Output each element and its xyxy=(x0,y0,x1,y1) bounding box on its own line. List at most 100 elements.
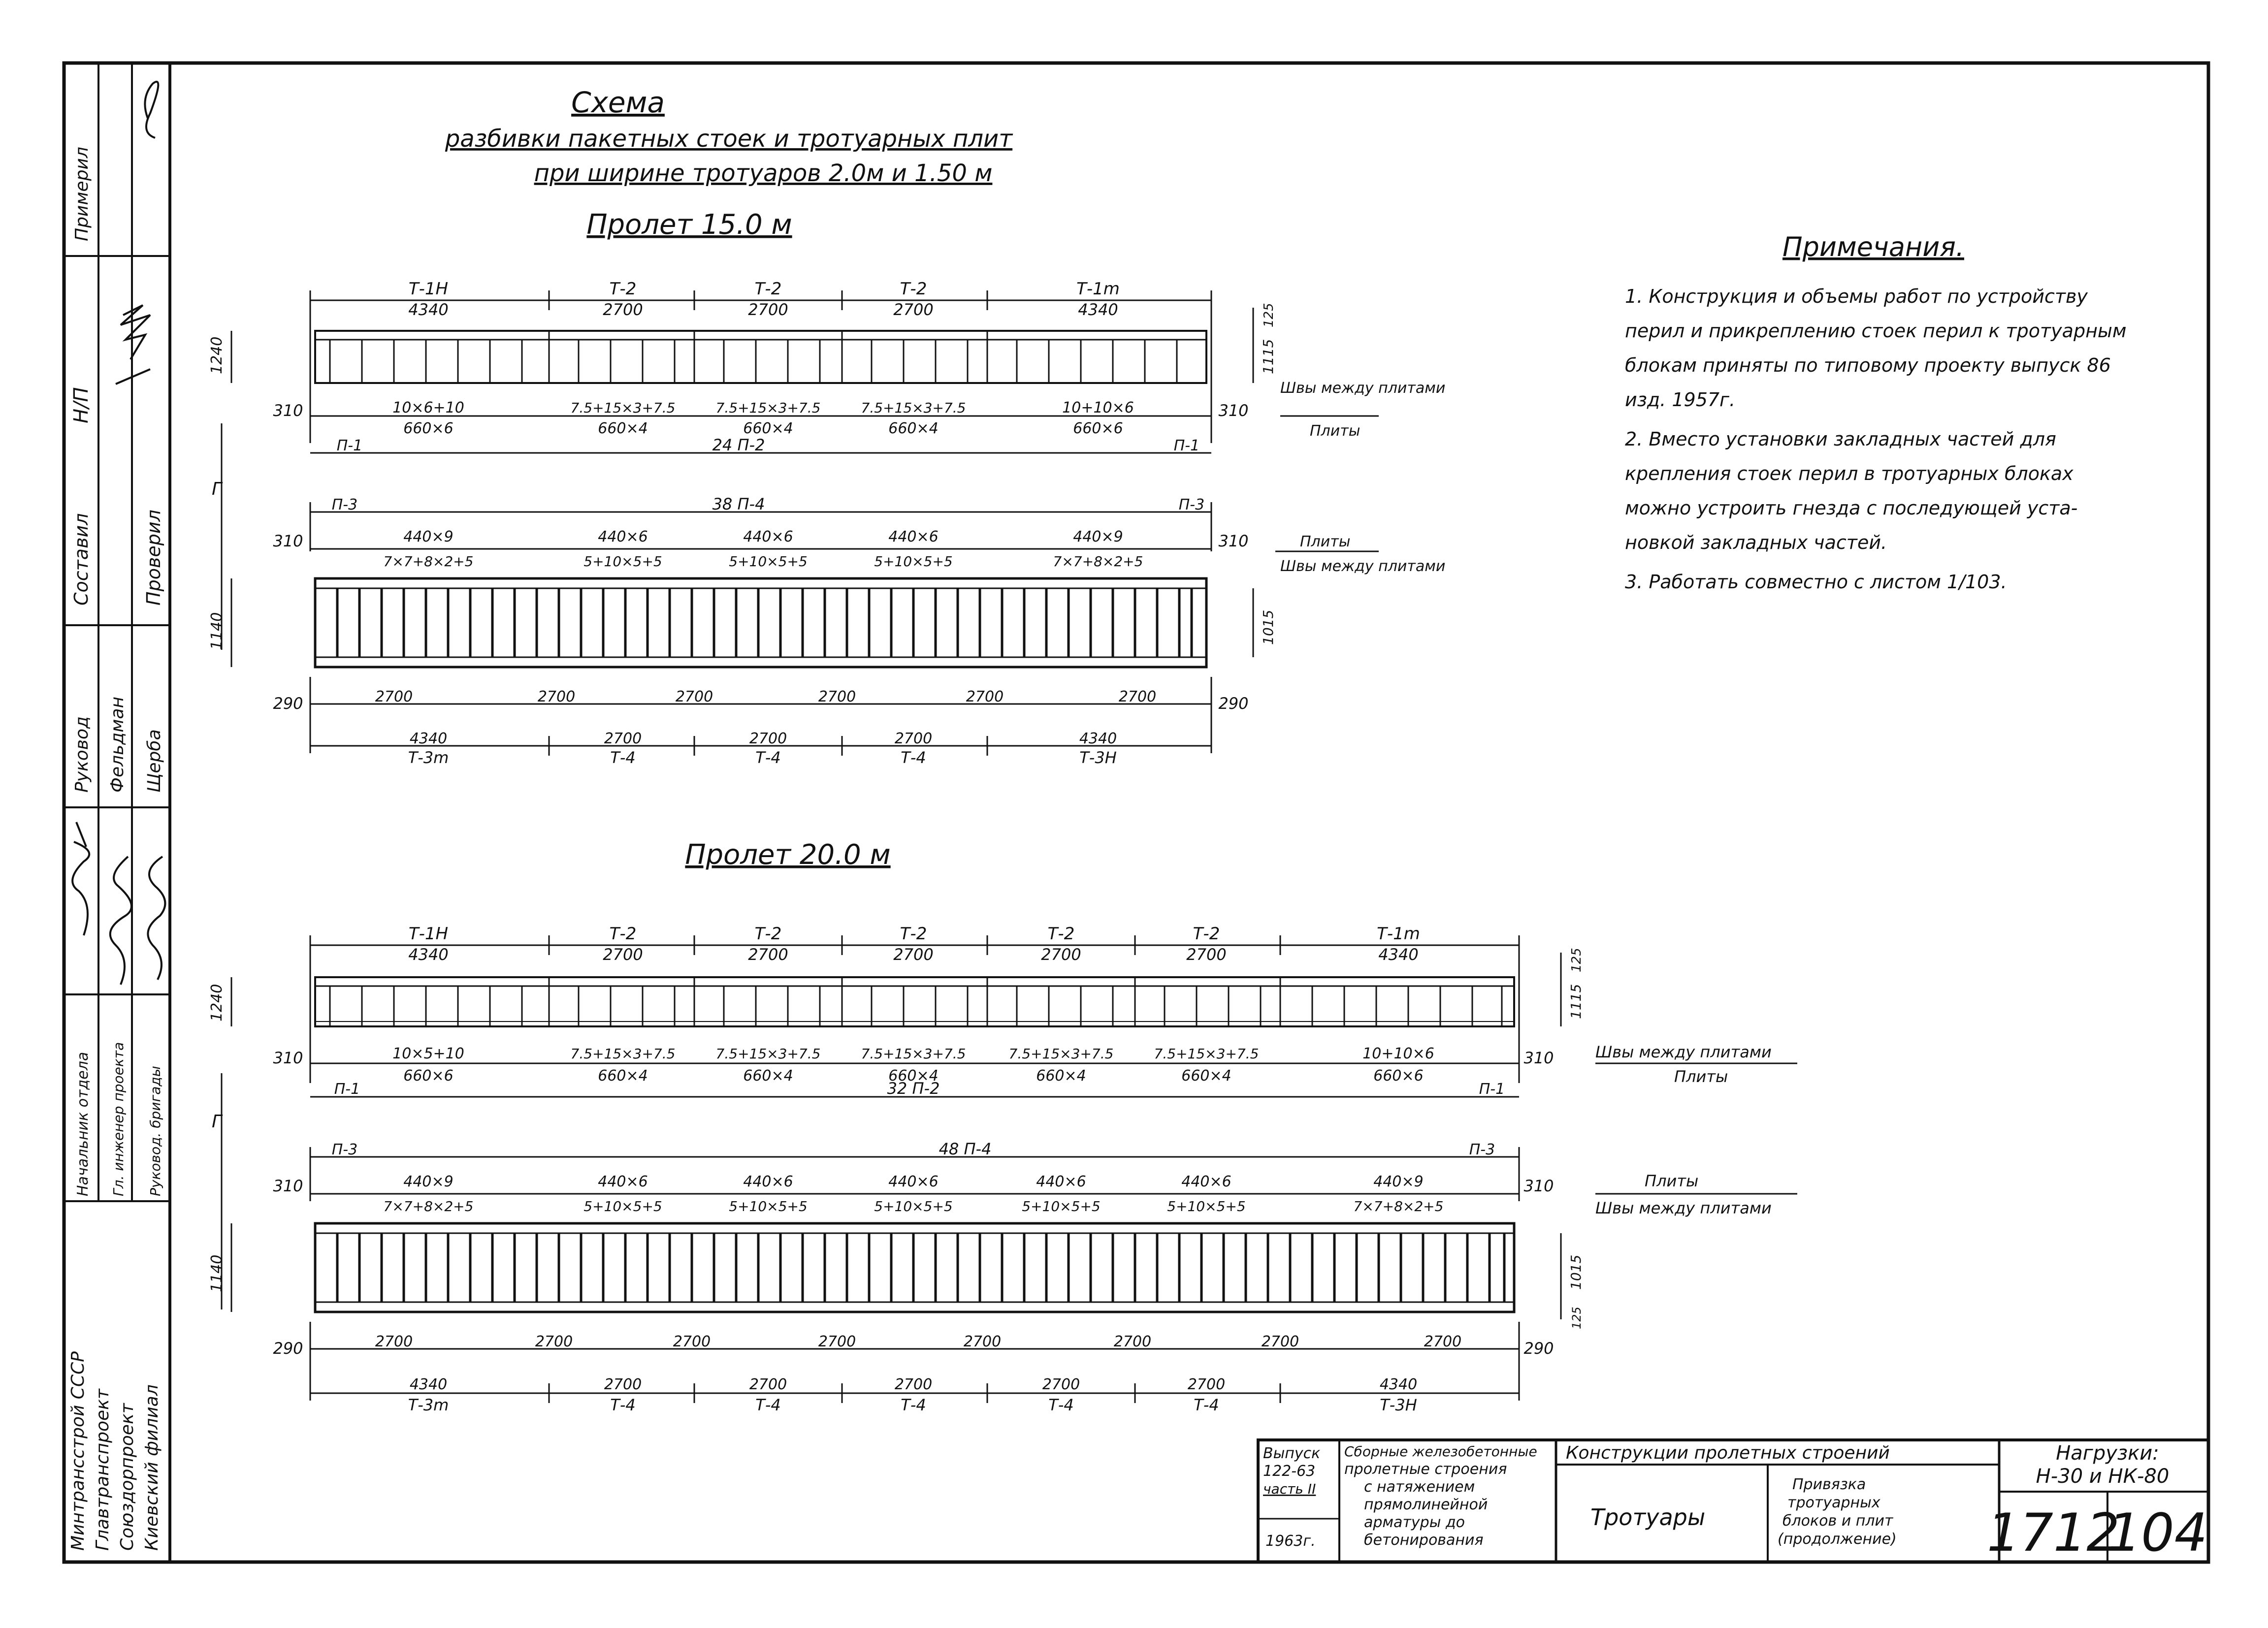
end-dim: 310 xyxy=(1218,401,1248,420)
slab-count: 440×6 xyxy=(598,1173,648,1190)
side-note: Швы между плитами xyxy=(1595,1199,1772,1217)
loads-line: Нагрузки: xyxy=(2056,1442,2159,1465)
seam-formula: 7×7+8×2+5 xyxy=(1053,553,1143,570)
slab-count: 440×6 xyxy=(888,1173,938,1190)
block-dim: 2700 xyxy=(893,300,933,319)
post-dim: 2700 xyxy=(673,1333,711,1350)
block-label: Т-1Н xyxy=(409,279,448,299)
height-dim: 1240 xyxy=(208,337,226,374)
seam-formula: 7.5+15×3+7.5 xyxy=(571,400,676,416)
sidebar-role: Начальник отдела xyxy=(74,1052,92,1196)
title-line: Схема xyxy=(571,86,665,119)
post-dim: 2700 xyxy=(818,1333,856,1350)
post-dim: 2700 xyxy=(964,1333,1001,1350)
seam-total: 660×4 xyxy=(888,1067,938,1085)
block-dim: 4340 xyxy=(408,300,448,319)
seam-formula: 5+10×5+5 xyxy=(729,553,807,570)
seam-total: 660×4 xyxy=(1181,1067,1231,1085)
block-label: Т-4 xyxy=(755,1396,780,1414)
slab-mark: П-3 xyxy=(332,496,357,513)
loads-line: Н-30 и НК-80 xyxy=(2036,1465,2170,1488)
post-dim: 2700 xyxy=(1424,1333,1461,1350)
org-line: Минтрансстрой СССР xyxy=(68,1351,88,1551)
series-line: часть II xyxy=(1263,1481,1316,1497)
description-line: бетонирования xyxy=(1364,1532,1484,1549)
block-label: Т-2 xyxy=(1193,924,1220,944)
description-line: пролетные строения xyxy=(1344,1461,1507,1478)
end-dim: 310 xyxy=(1523,1049,1554,1067)
sheet-code: 1712 xyxy=(1987,1502,2120,1563)
height-dim: 1115 xyxy=(1260,339,1276,374)
slab-mark: П-1 xyxy=(1479,1081,1505,1098)
block-dim: 4340 xyxy=(410,730,447,747)
seam-total: 660×6 xyxy=(1073,420,1123,437)
drawing-title: Схема разбивки пакетных стоек и тротуарн… xyxy=(445,86,1013,187)
slab-count: 440×6 xyxy=(888,528,938,545)
series-line: 122-63 xyxy=(1263,1463,1315,1480)
end-dim: 310 xyxy=(273,532,303,550)
end-dim: 290 xyxy=(1218,694,1248,713)
description-line: с натяжением xyxy=(1364,1478,1475,1496)
sidebar-role: Фельдман xyxy=(107,697,128,793)
seam-formula: 5+10×5+5 xyxy=(874,553,952,570)
subject: Тротуары xyxy=(1590,1504,1705,1531)
block-dim: 4340 xyxy=(1378,945,1418,964)
lower-slab-seams xyxy=(336,588,1193,657)
block-label: Т-3m xyxy=(408,748,449,767)
signature xyxy=(71,822,91,936)
side-note: Швы между плитами xyxy=(1595,1043,1772,1061)
block-dim: 2700 xyxy=(604,730,642,747)
block-label: Т-1Н xyxy=(409,924,448,944)
note-line: можно устроить гнезда с последующей уста… xyxy=(1625,497,2077,519)
block-label: Т-1m xyxy=(1377,924,1420,944)
slab-mark: П-1 xyxy=(1174,437,1199,454)
signature xyxy=(115,304,151,385)
block-label: Т-2 xyxy=(610,279,637,299)
lower-slab-seams xyxy=(336,1233,1506,1302)
seam-total: 660×6 xyxy=(403,420,453,437)
post-dim: 2700 xyxy=(535,1333,573,1350)
slab-mark: П-3 xyxy=(332,1141,357,1158)
end-dim: 290 xyxy=(1523,1339,1554,1358)
block-label: Т-3Н xyxy=(1079,748,1117,767)
sheet-number: 104 xyxy=(2108,1502,2207,1563)
seam-formula: 5+10×5+5 xyxy=(729,1198,807,1214)
slab-seams xyxy=(329,331,1178,383)
seam-formula: 5+10×5+5 xyxy=(1022,1198,1100,1214)
seam-formula: 5+10×5+5 xyxy=(583,1198,662,1214)
height-dim: 1015 xyxy=(1568,1255,1584,1290)
seam-formula: 5+10×5+5 xyxy=(874,1198,952,1214)
block-label: Т-4 xyxy=(1194,1396,1219,1414)
block-dim: 2700 xyxy=(604,1376,642,1393)
block-dim: 2700 xyxy=(1042,1376,1080,1393)
seam-formula: 10×6+10 xyxy=(392,399,464,416)
end-dim: 290 xyxy=(273,694,303,713)
block-dim: 4340 xyxy=(410,1376,447,1393)
detail-line: блоков и плит xyxy=(1782,1512,1894,1530)
seam-formula: 10+10×6 xyxy=(1062,399,1134,416)
description-line: Сборные железобетонные xyxy=(1344,1443,1537,1460)
seam-formula: 7.5+15×3+7.5 xyxy=(1154,1046,1259,1062)
slab-count: 440×9 xyxy=(1373,1173,1423,1190)
org-line: Главтранспроект xyxy=(93,1388,113,1551)
description-line: прямолинейной xyxy=(1364,1496,1488,1513)
seam-total: 660×4 xyxy=(598,420,648,437)
post-dim: 2700 xyxy=(538,688,575,705)
notes-block: Примечания. 1. Конструкция и объемы рабо… xyxy=(1625,231,2127,593)
sidebar-role: Гл. инженер проекта xyxy=(110,1042,127,1196)
slab-mark: П-3 xyxy=(1179,496,1204,513)
slab-mark: П-1 xyxy=(337,437,362,454)
slab-count: 440×6 xyxy=(1036,1173,1086,1190)
seam-total: 660×4 xyxy=(598,1067,648,1085)
block-label: Т-4 xyxy=(901,1396,926,1414)
side-note: Швы между плитами xyxy=(1280,558,1445,575)
side-note: Плиты xyxy=(1645,1172,1698,1190)
description-line: арматуры до xyxy=(1364,1514,1465,1531)
sidebar-role: Н/П xyxy=(70,387,93,423)
block-dim: 2700 xyxy=(748,300,788,319)
slab-mark: 48 П-4 xyxy=(939,1140,992,1158)
seam-formula: 7×7+8×2+5 xyxy=(1354,1198,1444,1214)
sidebar-stamp: Примерил Н/П Составил Проверил Руковод Ф… xyxy=(64,63,170,1551)
post-dim: 2700 xyxy=(818,688,856,705)
slab-seams xyxy=(329,977,1503,1026)
